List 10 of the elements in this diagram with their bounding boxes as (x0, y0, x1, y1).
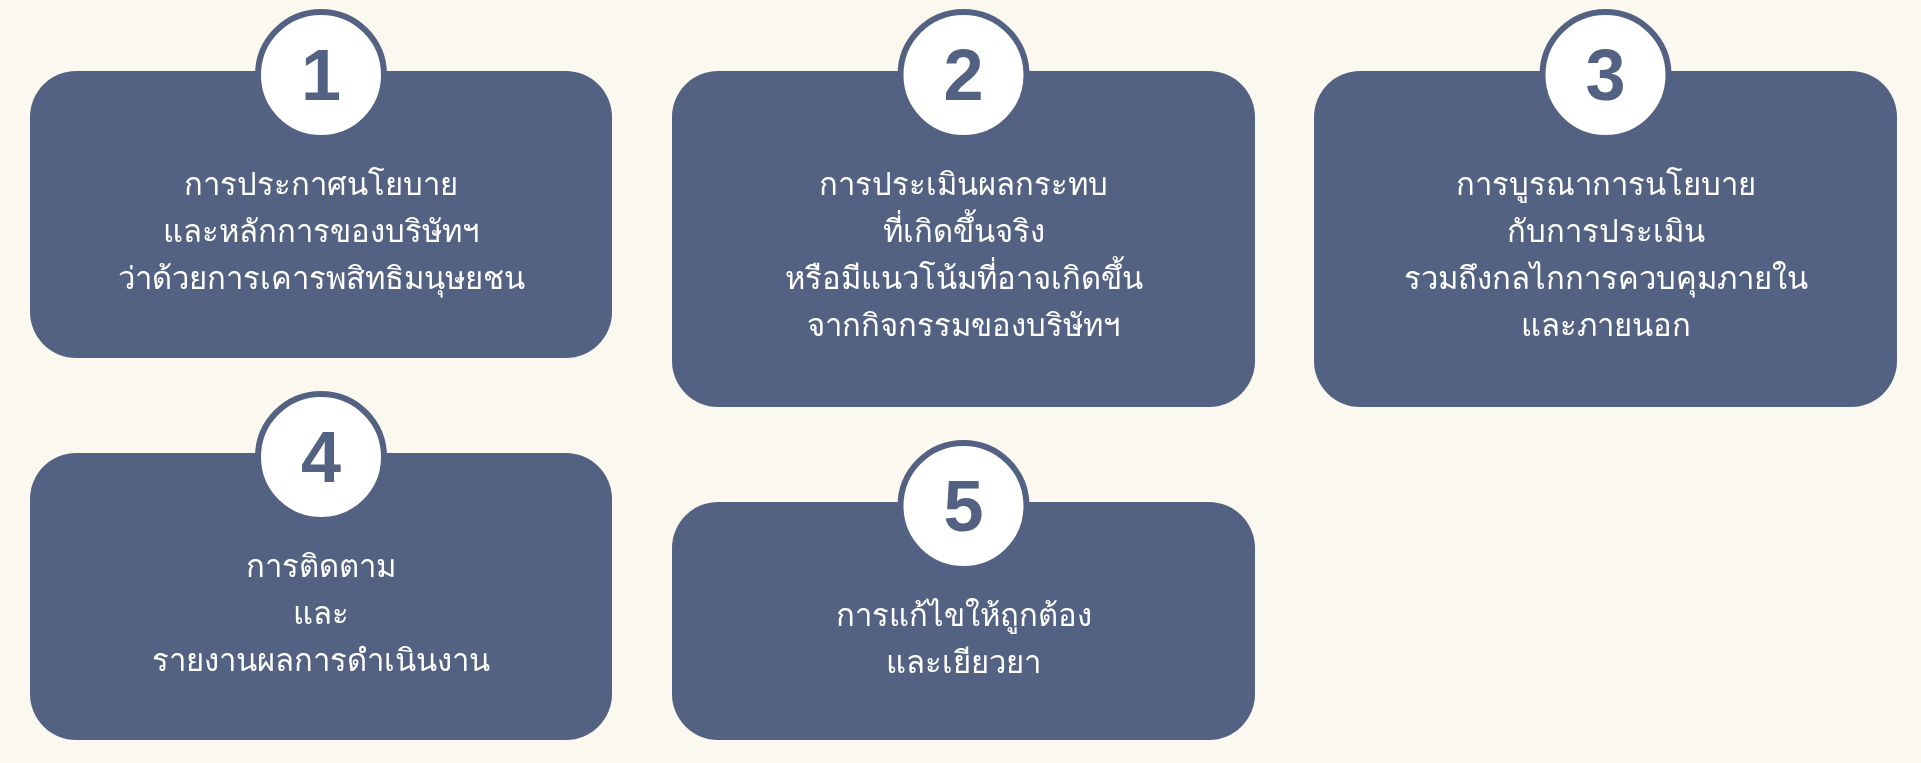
step-description: การติดตาม และ รายงานผลการดำเนินงาน (151, 547, 491, 680)
step-number: 4 (299, 416, 342, 499)
step-description: การบูรณาการนโยบาย กับการประเมิน รวมถึงกลไกการควบคุมภายใน และภายนอก (1402, 165, 1809, 345)
step-number: 2 (942, 34, 985, 117)
step-number: 5 (942, 465, 985, 548)
step-description: การประเมินผลกระทบ ที่เกิดขึ้นจริง หรือมีแนวโน้มที่อาจเกิดขึ้น จากกิจกรรมของบริษัทฯ (783, 165, 1144, 345)
step-description: การแก้ไขให้ถูกต้อง และเยียวยา (834, 596, 1093, 682)
step-number: 1 (299, 34, 342, 117)
step-number: 3 (1584, 34, 1627, 117)
step-description: การประกาศนโยบาย และหลักการของบริษัทฯ ว่าด้วยการเคารพสิทธิมนุษยชน (116, 165, 526, 300)
